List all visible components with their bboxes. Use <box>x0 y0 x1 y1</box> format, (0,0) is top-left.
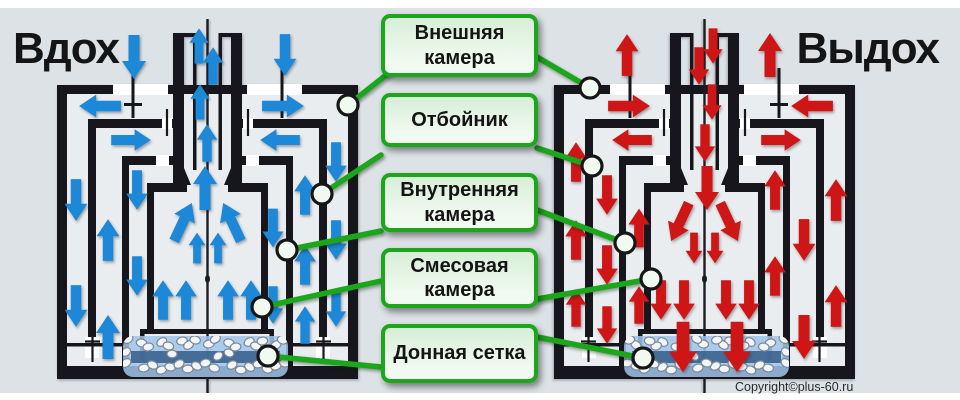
bottom-margin-band <box>0 393 960 400</box>
callout-bottom-mesh: Донная сетка <box>381 324 538 383</box>
top-margin-band <box>0 0 960 8</box>
callout-internal-chamber: Внутренняя камера <box>381 173 538 232</box>
copyright-text: Copyright©plus-60.ru <box>735 380 854 394</box>
inhale-title: Вдох <box>13 24 120 73</box>
callout-mixing-chamber: Смесовая камера <box>381 248 538 308</box>
callout-connector-lines <box>259 54 654 370</box>
callout-external-chamber: Внешняя камера <box>381 14 538 77</box>
callout-baffle: Отбойник <box>381 93 538 147</box>
exhale-title: Выдох <box>796 24 940 73</box>
callout-anchor-dots <box>250 76 663 370</box>
